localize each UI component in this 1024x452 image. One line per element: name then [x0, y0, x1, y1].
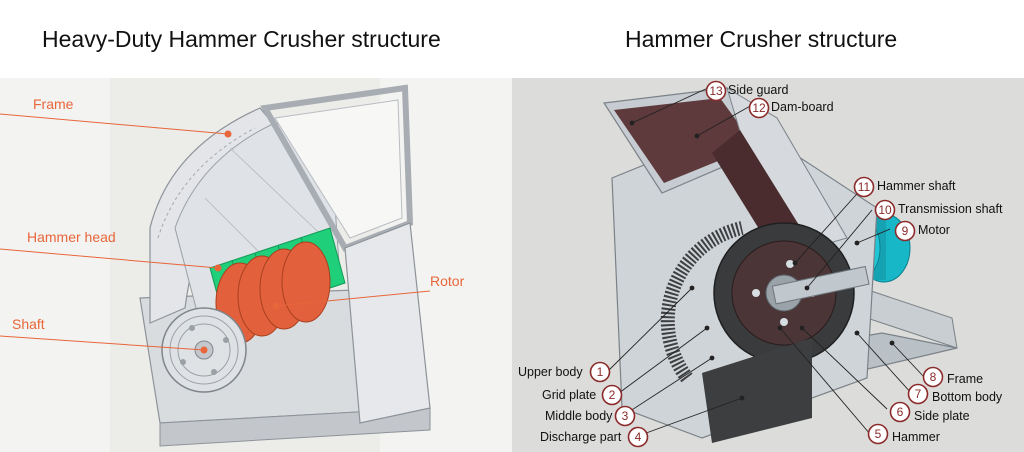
svg-text:9: 9: [902, 224, 909, 238]
svg-text:8: 8: [930, 370, 937, 384]
svg-text:13: 13: [709, 84, 723, 98]
heavy-duty-crusher-diagram: Frame Hammer head Shaft Rotor: [0, 78, 465, 452]
dam-board-liner: [614, 98, 755, 183]
svg-text:3: 3: [622, 409, 629, 423]
label-frame: Frame: [33, 96, 74, 112]
svg-text:Dam-board: Dam-board: [771, 100, 834, 114]
svg-text:11: 11: [858, 180, 871, 194]
svg-text:Hammer shaft: Hammer shaft: [877, 179, 956, 193]
svg-text:Motor: Motor: [918, 223, 950, 237]
callout-8: 8 Frame: [922, 366, 983, 388]
svg-text:Middle body: Middle body: [545, 409, 613, 423]
callout-6: 6 Side plate: [889, 401, 970, 423]
left-leader-lines: [0, 113, 431, 354]
svg-text:10: 10: [878, 203, 892, 217]
svg-text:12: 12: [752, 101, 766, 115]
svg-text:6: 6: [897, 405, 904, 419]
callout-11: 11 Hammer shaft: [853, 176, 956, 198]
callout-5: 5 Hammer: [867, 423, 940, 445]
housing-rivets: [157, 127, 256, 239]
callout-leaders: [607, 86, 926, 437]
callout-10: 10 Transmission shaft: [874, 199, 1003, 221]
svg-text:Grid plate: Grid plate: [542, 388, 596, 402]
heavy-duty-crusher-panel: Frame Hammer head Shaft Rotor: [0, 78, 512, 452]
callout-12: 12 Dam-board: [748, 97, 834, 119]
svg-text:Side guard: Side guard: [728, 83, 789, 97]
callout-7: 7 Bottom body: [907, 383, 1003, 405]
callout-13: 13 Side guard: [705, 80, 789, 102]
label-shaft: Shaft: [12, 316, 45, 332]
hammer-crusher-panel: 13 Side guard 12 Dam-board 11 Hammer sha…: [512, 78, 1024, 452]
liner-seam: [229, 147, 336, 249]
label-rotor: Rotor: [430, 273, 465, 289]
svg-text:Side plate: Side plate: [914, 409, 970, 423]
feed-opening: [274, 99, 403, 239]
callout-4: Discharge part 4: [540, 426, 649, 448]
rotor-discs: [215, 241, 331, 344]
callout-1: Upper body 1: [518, 361, 611, 383]
svg-text:7: 7: [915, 387, 922, 401]
callout-9: 9 Motor: [894, 220, 950, 242]
svg-text:4: 4: [635, 430, 642, 444]
svg-text:2: 2: [609, 388, 616, 402]
label-hammer-head: Hammer head: [27, 229, 116, 245]
svg-text:Frame: Frame: [947, 372, 983, 386]
right-title: Hammer Crusher structure: [625, 26, 898, 52]
svg-text:Discharge part: Discharge part: [540, 430, 622, 444]
svg-text:Bottom body: Bottom body: [932, 390, 1003, 404]
svg-text:1: 1: [597, 365, 604, 379]
hammer-crusher-diagram: 13 Side guard 12 Dam-board 11 Hammer sha…: [518, 80, 1003, 448]
callout-2: Grid plate 2: [542, 384, 623, 406]
svg-text:Hammer: Hammer: [892, 430, 940, 444]
callout-3: Middle body 3: [545, 405, 636, 427]
rotor-assembly: [660, 221, 870, 383]
left-title: Heavy-Duty Hammer Crusher structure: [42, 26, 441, 52]
svg-text:5: 5: [875, 427, 882, 441]
discharge-opening: [702, 338, 812, 443]
callout-dots: [629, 120, 895, 401]
side-plate-right: [344, 222, 431, 424]
svg-text:Upper body: Upper body: [518, 365, 583, 379]
svg-text:Transmission shaft: Transmission shaft: [898, 202, 1003, 216]
